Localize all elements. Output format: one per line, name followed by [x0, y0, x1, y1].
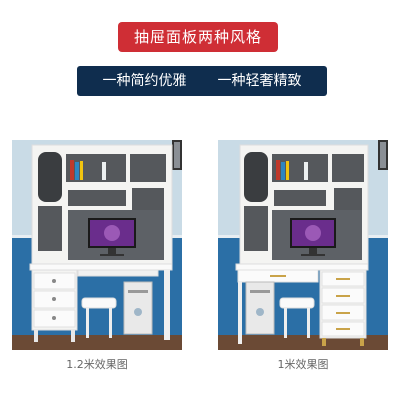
style-luxury-label: 一种轻奢精致 [217, 73, 302, 89]
style-subtitle-bar: 一种简约优雅 一种轻奢精致 [77, 66, 327, 96]
product-photo-1-2m [12, 140, 182, 350]
caption-1m: 1米效果图 [277, 358, 329, 371]
title-badge: 抽屉面板两种风格 [118, 22, 278, 52]
product-photo-1m [218, 140, 388, 350]
desk-illustration-1-2m [12, 140, 182, 350]
desk-illustration-1m [218, 140, 388, 350]
style-elegant-label: 一种简约优雅 [102, 73, 187, 89]
caption-1-2m: 1.2米效果图 [66, 358, 128, 371]
